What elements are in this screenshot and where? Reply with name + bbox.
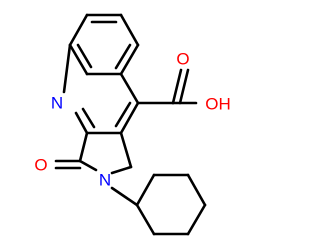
bond-c9-c9a (119, 101, 140, 135)
bond-c1-n2 (110, 165, 133, 175)
bond-n4-c8a (62, 43, 72, 94)
acid-oxygen-label: O (176, 50, 189, 69)
acid-hydroxyl-label: OH (205, 95, 231, 114)
bond-c9a-c1 (119, 131, 133, 169)
lactam-nitrogen-label: N (99, 171, 111, 190)
bond-cy-3 (186, 173, 207, 207)
bond-benzo-5-inner (76, 43, 93, 69)
bond-c4a-c9 (119, 72, 140, 105)
bond-benzo-5 (68, 43, 89, 76)
bond-cooh-o (171, 68, 183, 105)
lactam-oxygen-label: O (34, 156, 47, 175)
structure-diagram: N N O OH O (34, 13, 231, 236)
bond-cooh-o-inner (178, 68, 190, 105)
bonds (54, 13, 207, 236)
bond-c3-c3a (78, 131, 89, 163)
bond-benzo-3 (119, 43, 140, 76)
bond-benzo-3-inner (114, 43, 132, 70)
bond-cy-6 (135, 203, 156, 236)
bond-n2-c3 (78, 159, 98, 172)
atom-labels: N N O OH O (34, 50, 230, 190)
bond-benzo-2 (119, 13, 140, 47)
ring-nitrogen-label: N (51, 94, 63, 113)
bond-benzo-6 (68, 13, 89, 47)
bond-c9-c9a-inner (114, 101, 132, 128)
bond-c3a-n4-inner (81, 107, 96, 129)
bond-cy-4 (186, 203, 207, 236)
molecule-drawing: N N O OH O (34, 13, 231, 236)
bond-cy-1 (135, 173, 156, 207)
bond-c3a-n4 (74, 111, 89, 135)
bond-n2-cy1 (110, 186, 139, 207)
